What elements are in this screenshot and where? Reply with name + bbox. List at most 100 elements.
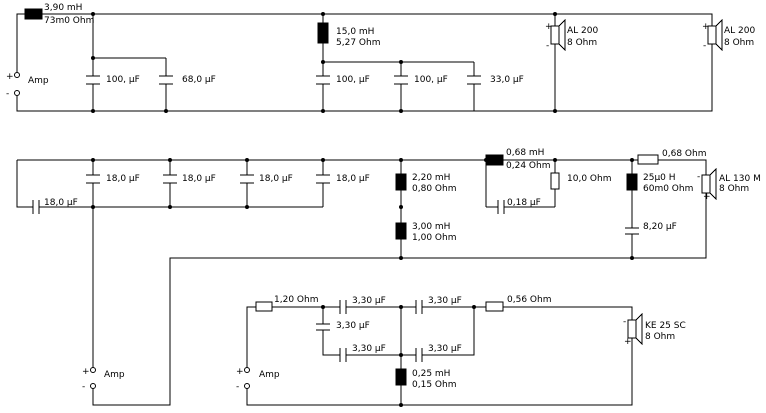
wire [658,159,707,175]
c-shunt-1-value: 18,0 µF [106,174,140,184]
l-shunt-2-value: 3,00 mH [412,222,450,232]
wire [422,307,475,356]
l2-resistance: 5,27 Ohm [336,38,380,48]
junction-dot [399,205,403,209]
wire [246,338,633,406]
speaker-ke25-impedance: 8 Ohm [645,332,675,342]
circuit-2: 18,0 µF 18,0 µF 18,0 µF 18,0 µF 18,0 µF … [16,148,761,406]
junction-dot [630,256,634,260]
speaker-1-icon [550,18,566,52]
speaker-2-impedance: 8 Ohm [724,38,754,48]
junction-dot [399,353,403,357]
junction-dot [399,60,403,64]
c2-value: 68,0 µF [182,75,216,85]
amp-terminal-plus [244,367,250,373]
speaker-ke25-minus: - [623,317,626,327]
speaker-ke25-model: KE 25 SC [645,321,686,331]
capacitor-c-shunt-5 [625,227,639,235]
c2-value: 3,30 µF [336,321,370,331]
junction-dot [91,109,95,113]
capacitor-c4 [415,300,423,314]
amp-plus-sign: + [6,72,14,82]
capacitor-c3 [339,348,347,362]
junction-dot [245,158,249,162]
resistor-r2 [485,301,504,312]
c3-value: 3,30 µF [352,344,386,354]
junction-dot [91,56,95,60]
circuit-1: + - Amp 3,90 mH 73m0 Ohm 100, µF 68,0 µF… [6,3,755,113]
c4-value: 100, µF [414,75,448,85]
l2-value: 15,0 mH [336,27,374,37]
junction-dot [399,256,403,260]
wire [246,306,256,368]
junction-dot [91,12,95,16]
c-shunt-5-value: 8,20 µF [643,222,677,232]
wire [322,330,340,356]
speaker-al130-model: AL 130 M [719,174,761,184]
wire [42,13,713,26]
junction-dot [168,205,172,209]
l1-resistance: 73m0 Ohm [44,16,94,26]
junction-dot [91,205,95,209]
wire [16,13,25,72]
capacitor-c1 [339,300,347,314]
junction-dot [399,158,403,162]
amp-plus-sign: + [82,367,90,377]
speaker-1-model: AL 200 [567,26,598,36]
amp-minus-sign: - [82,382,85,392]
capacitor-c-shunt-3 [240,174,254,184]
junction-dot [321,109,325,113]
l-shunt-1-value: 2,20 mH [412,173,450,183]
junction-dot [321,60,325,64]
r2-value: 0,56 Ohm [507,295,551,305]
amp-plus-sign: + [236,367,244,377]
amp-terminal-minus [90,383,96,389]
capacitor-c5 [467,75,481,85]
l-series-value: 0,68 mH [506,148,544,158]
c-notch-value: 0,18 µF [507,198,541,208]
resistor-r-notch [550,172,560,190]
c-series-value: 18,0 µF [44,198,78,208]
capacitor-c-notch [497,200,505,214]
junction-dot [321,158,325,162]
junction-dot [472,305,476,309]
capacitor-c5 [415,348,423,362]
c5-value: 3,30 µF [428,344,462,354]
inductor-l-shunt-1 [395,173,407,191]
junction-dot [321,305,325,309]
amp-terminal-plus [90,367,96,373]
speaker-al130-plus: + [703,192,711,202]
speaker-al130-icon [701,167,717,201]
junction-dot [164,109,168,113]
speaker-1-plus: + [545,22,553,32]
junction-dot [168,158,172,162]
r-notch-value: 10,0 Ohm [567,174,611,184]
l1-value: 0,25 mH [412,369,450,379]
amp-label: Amp [104,370,125,380]
wire [16,160,33,208]
junction-dot [91,158,95,162]
junction-dot [399,305,403,309]
l-shunt-1-resistance: 0,80 Ohm [412,184,456,194]
speaker-1-impedance: 8 Ohm [567,38,597,48]
c-shunt-2-value: 18,0 µF [182,174,216,184]
speaker-2-minus: - [703,41,706,51]
junction-dot [245,205,249,209]
capacitor-c4 [394,75,408,85]
c-shunt-4-value: 18,0 µF [336,174,370,184]
inductor-l1 [395,368,407,386]
speaker-al130-impedance: 8 Ohm [719,184,749,194]
speaker-al130-minus: - [697,172,700,182]
inductor-l-shunt-2 [395,222,407,240]
junction-dot [399,403,403,407]
capacitor-c2 [316,323,330,331]
capacitor-c-shunt-4 [316,174,330,184]
capacitor-c3 [316,75,330,85]
speaker-2-model: AL 200 [724,26,755,36]
capacitor-c1 [86,75,100,85]
capacitor-c-shunt-2 [163,174,177,184]
resistor-r1 [255,301,273,312]
c3-value: 100, µF [336,75,370,85]
c-shunt-3-value: 18,0 µF [259,174,293,184]
